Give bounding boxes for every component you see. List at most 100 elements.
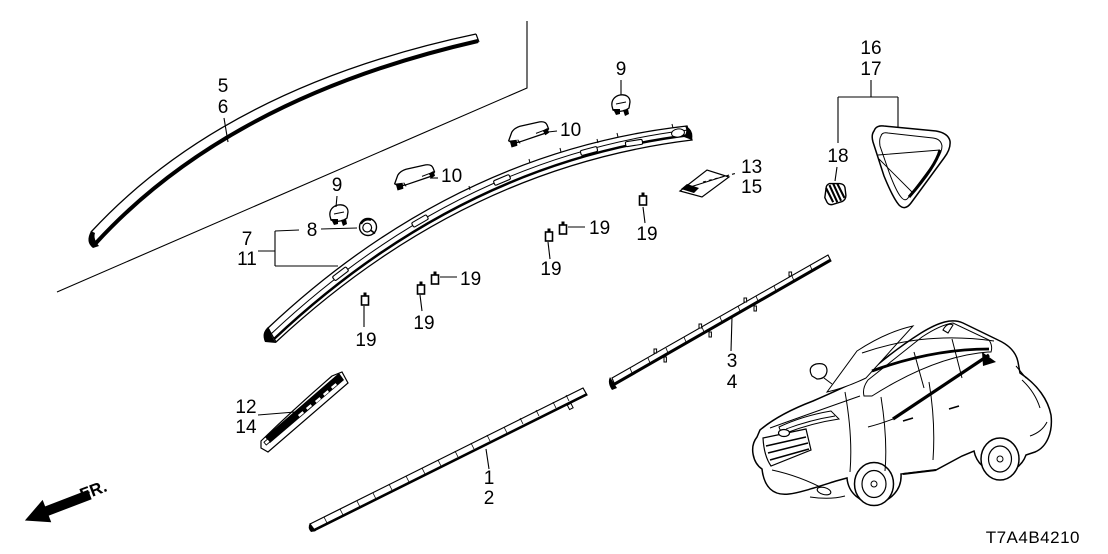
callout-10-left[interactable]: 10	[441, 166, 462, 187]
callout-2[interactable]: 2	[484, 488, 495, 509]
leader-8	[320, 227, 358, 230]
callout-8[interactable]: 8	[307, 220, 318, 241]
rear-rail-garnish-part	[260, 371, 349, 453]
front-belt-shadow	[313, 393, 588, 531]
side-mirror	[809, 363, 828, 380]
callout-5[interactable]: 5	[218, 76, 229, 97]
fr-direction-indicator: FR.	[24, 477, 110, 523]
headlight-line	[785, 415, 836, 430]
quarter-garnish-outline	[871, 125, 951, 209]
rail-slot	[579, 146, 599, 156]
front-wheel-rim	[861, 469, 887, 499]
honda-logo	[777, 428, 791, 438]
windshield	[825, 325, 915, 393]
garnish-strip-slots	[297, 383, 338, 417]
callout-6[interactable]: 6	[218, 97, 229, 118]
quarter-garnish-creases	[877, 149, 941, 194]
leader-9-left	[335, 195, 338, 208]
fr-arrow-head	[24, 499, 52, 523]
stud-clip-19-a	[360, 291, 370, 306]
rail-slot	[624, 138, 644, 148]
callout-10-upper[interactable]: 10	[560, 120, 581, 141]
rear-wheel	[980, 437, 1020, 481]
callout-19-d[interactable]: 19	[540, 259, 561, 280]
leader-10-upper	[547, 130, 558, 133]
grommet-8	[358, 217, 378, 237]
front-belt-tab	[566, 402, 574, 411]
callout-11[interactable]: 11	[237, 249, 257, 270]
callout-9-right[interactable]: 9	[616, 59, 627, 80]
front-belt-hatch	[323, 394, 570, 524]
hood-line	[769, 395, 861, 429]
roof-molding-end-cap	[88, 231, 99, 248]
rear-wheel-rim	[987, 445, 1013, 473]
callout-19-f[interactable]: 19	[636, 224, 657, 245]
callout-12[interactable]: 12	[235, 397, 256, 418]
rocker-line	[902, 469, 937, 475]
bracket-16-17-18	[834, 80, 899, 182]
callout-1[interactable]: 1	[484, 468, 495, 489]
roof-edge-line	[861, 337, 995, 354]
front-wheel-hub	[870, 480, 878, 488]
side-windows	[863, 322, 993, 397]
callout-13[interactable]: 13	[741, 157, 762, 178]
cap-clip-9-left	[329, 204, 349, 227]
roof-rail-part	[263, 123, 693, 344]
callout-18[interactable]: 18	[827, 146, 848, 167]
belt-molding-highlight	[892, 353, 990, 421]
callout-19-a[interactable]: 19	[355, 330, 376, 351]
roof-rail-inner-line	[270, 129, 689, 335]
front-belt-molding-part	[308, 387, 588, 532]
bracket-plate	[678, 169, 731, 198]
cap-clip-9-right	[611, 94, 631, 117]
leader-19-f	[642, 206, 646, 224]
leader-3-4	[730, 316, 733, 352]
front-wheel	[853, 461, 895, 507]
quarter-garnish-part	[871, 125, 951, 209]
callout-17[interactable]: 17	[860, 59, 881, 80]
quarter-garnish-edge-trim	[907, 149, 942, 198]
front-belt-band	[309, 387, 588, 532]
callout-4[interactable]: 4	[727, 372, 738, 393]
fr-label: FR.	[77, 477, 109, 505]
door-handles	[902, 405, 960, 422]
stud-clip-19-e	[558, 220, 568, 235]
leader-19-d	[547, 241, 551, 260]
callout-19-c[interactable]: 19	[460, 269, 481, 290]
roof-molding-body	[94, 39, 479, 245]
garnish-strip-band	[265, 373, 344, 443]
roof-rail-shadow-line	[273, 133, 691, 340]
roof-molding-upper-edge	[90, 33, 477, 233]
rail-slot	[411, 214, 429, 228]
stud-clip-19-b	[416, 280, 426, 295]
callout-14[interactable]: 14	[235, 417, 257, 438]
rail-bracket-part	[678, 169, 731, 198]
long-clip-10-upper	[506, 120, 551, 149]
car-illustration	[751, 320, 1053, 507]
long-clip-10-left	[392, 163, 437, 192]
rail-slot	[332, 266, 349, 281]
callout-3[interactable]: 3	[727, 351, 738, 372]
diagram-code: T7A4B4210	[986, 528, 1080, 547]
front-belt-end-cap	[308, 523, 316, 532]
antenna-fin	[942, 323, 954, 334]
callout-15[interactable]: 15	[741, 177, 762, 198]
callout-16[interactable]: 16	[860, 38, 881, 59]
rear-body-lines	[1015, 365, 1048, 437]
callout-19-e[interactable]: 19	[589, 218, 610, 239]
garnish-strip-hole	[263, 438, 271, 446]
callout-9-left[interactable]: 9	[332, 175, 343, 196]
callout-7[interactable]: 7	[242, 229, 253, 250]
roof-rail-band	[267, 125, 693, 344]
bracket-7-11	[258, 229, 338, 267]
rail-slot	[493, 174, 511, 186]
stud-clip-19-f	[638, 191, 648, 206]
roof-molding-part	[88, 33, 480, 248]
quarter-clip-18	[820, 179, 850, 207]
rear-belt-end-cap	[608, 377, 617, 390]
rail-end-cap-left	[263, 327, 276, 343]
rear-belt-hatch	[629, 264, 813, 374]
callout-19-b[interactable]: 19	[413, 313, 434, 334]
